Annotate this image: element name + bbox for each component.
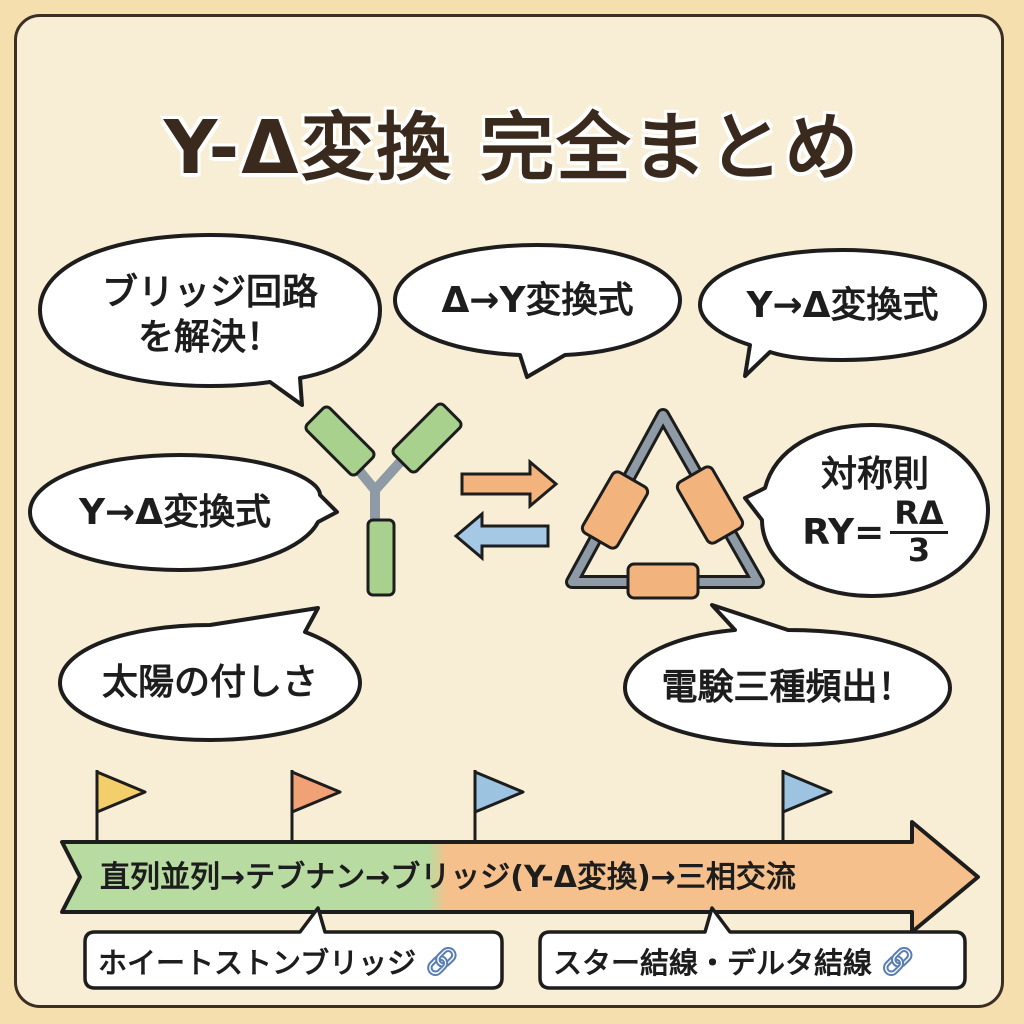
link-wheatstone-bridge[interactable]: ホイートストンブリッジ 🔗︎ <box>98 940 460 982</box>
link-label: ホイートストンブリッジ <box>98 946 417 980</box>
resistor <box>304 405 376 477</box>
bubble-symmetry-text: 対称則 RY= RΔ 3 <box>762 435 988 585</box>
bubble-sun <box>58 606 362 742</box>
bubble-exam <box>623 603 952 747</box>
bubble-sun-text: 太陽の付しさ <box>101 662 318 703</box>
symmetry-title: 対称則 <box>820 454 929 496</box>
resistor <box>675 465 745 545</box>
flag-orange-icon <box>290 770 342 814</box>
resistor <box>391 402 463 474</box>
bubble-exam-text: 電験三種頻出！ <box>661 667 914 708</box>
resistor <box>366 518 396 597</box>
bubble-y-to-delta-left-text: Y→Δ変換式 <box>78 492 272 533</box>
bubble-text: ブリッジ回路 <box>101 272 318 313</box>
link-box-2 <box>538 906 967 990</box>
formula-denominator: 3 <box>907 531 931 569</box>
timeline-text: 直列並列→テブナン→ブリッジ(Y-Δ変換)→三相交流 <box>100 860 796 895</box>
formula-fraction: RΔ 3 <box>890 497 948 569</box>
formula-numerator: RΔ <box>890 497 948 534</box>
link-box-1 <box>83 906 504 990</box>
left-arrow-icon <box>453 510 550 562</box>
resistor <box>626 562 700 600</box>
bubble-bridge <box>38 233 382 407</box>
bubble-delta-to-y-text: Δ→Y変換式 <box>441 279 634 321</box>
bubble-y-to-delta-left <box>28 453 339 572</box>
link-icon: 🔗︎ <box>424 944 460 978</box>
bubble-bridge-text: ブリッジ回路 を解決！ <box>40 245 380 385</box>
link-star-delta-connection[interactable]: スター結線・デルタ結線 🔗︎ <box>553 940 916 982</box>
symmetry-formula: RY= RΔ 3 <box>802 497 948 569</box>
page-title: Y-Δ変換 完全まとめ <box>163 105 861 191</box>
bubble-symmetry <box>743 423 990 598</box>
resistor <box>580 470 650 550</box>
flag-blue-icon <box>473 770 525 814</box>
bubble-text: を解決！ <box>137 317 282 358</box>
delta-circuit <box>565 408 765 600</box>
flag-yellow-icon <box>95 770 147 814</box>
flag-blue-icon <box>781 770 833 814</box>
bubble-y-to-delta-top-text: Y→Δ変換式 <box>746 284 939 326</box>
bubble-delta-to-y <box>393 243 682 379</box>
link-icon: 🔗︎ <box>880 944 916 978</box>
formula-lhs: RY= <box>802 512 885 553</box>
bubble-y-to-delta-top <box>698 248 987 378</box>
y-circuit <box>304 402 463 597</box>
link-label: スター結線・デルタ結線 <box>553 946 873 980</box>
right-arrow-icon <box>460 458 559 510</box>
